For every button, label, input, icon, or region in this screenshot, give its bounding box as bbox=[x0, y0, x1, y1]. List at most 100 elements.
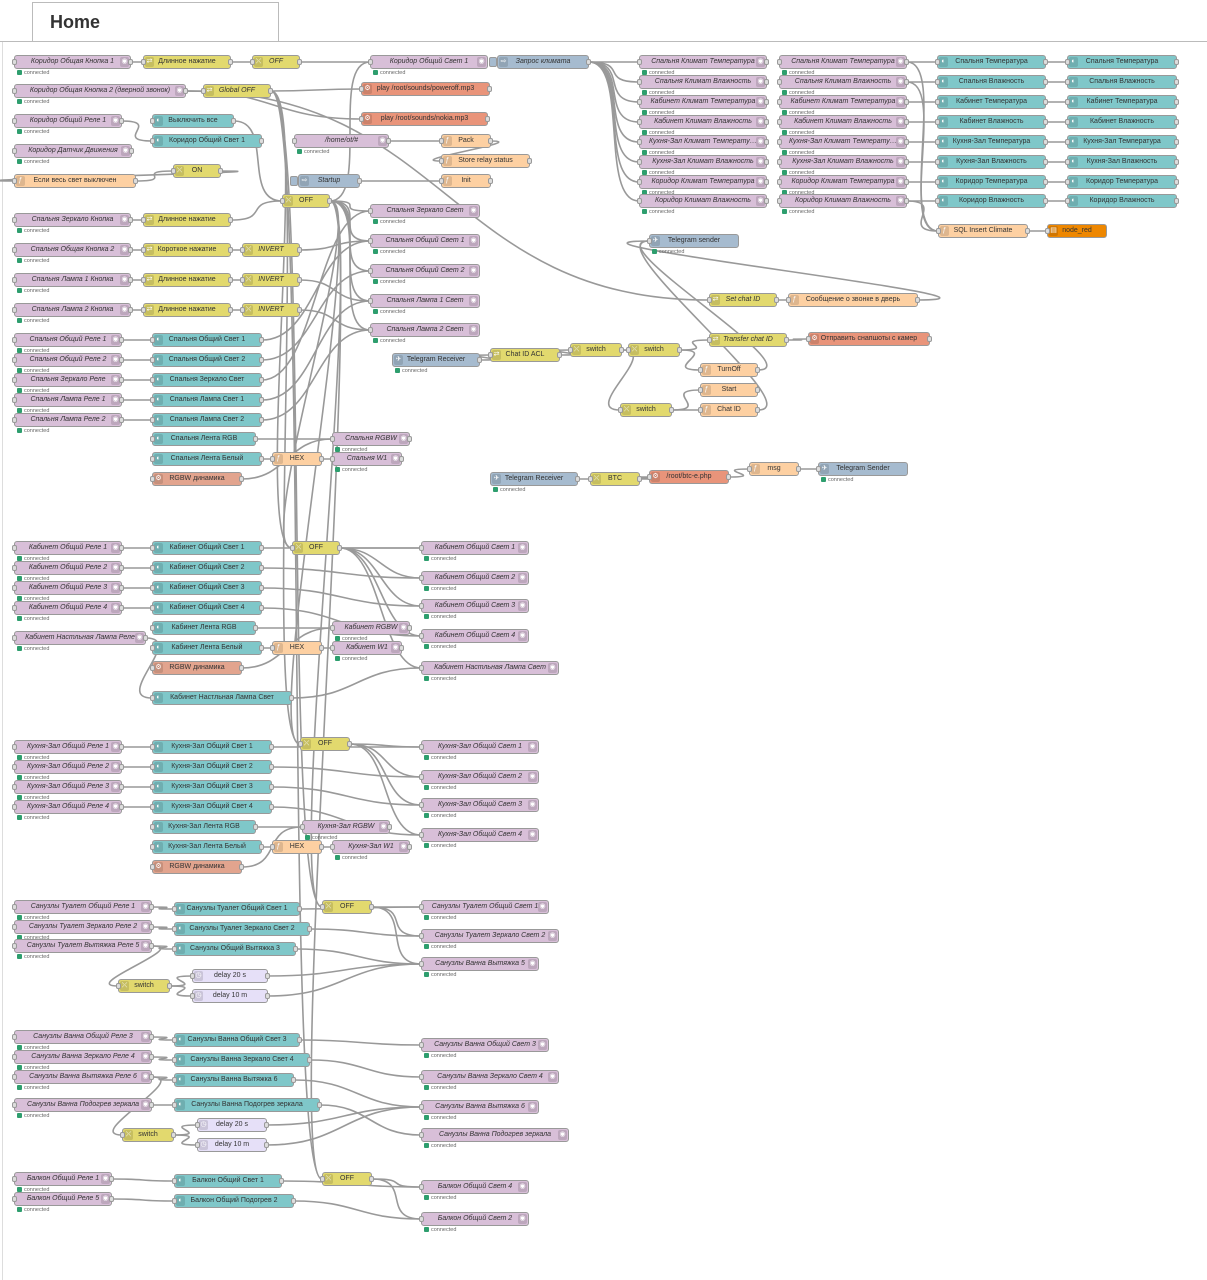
flow-node-delay[interactable]: ◷delay 10 m bbox=[190, 989, 270, 1003]
output-port[interactable] bbox=[133, 178, 138, 184]
input-port[interactable] bbox=[120, 1132, 125, 1138]
flow-node-change[interactable]: ⇄Длинное нажатие bbox=[141, 273, 233, 287]
input-port[interactable] bbox=[707, 297, 712, 303]
input-port[interactable] bbox=[12, 605, 17, 611]
output-port[interactable] bbox=[619, 347, 624, 353]
input-port[interactable] bbox=[12, 417, 17, 423]
wire[interactable] bbox=[639, 240, 768, 411]
input-port[interactable] bbox=[368, 268, 373, 274]
input-port[interactable] bbox=[150, 565, 155, 571]
output-port[interactable] bbox=[269, 804, 274, 810]
output-port[interactable] bbox=[183, 88, 188, 94]
output-port[interactable] bbox=[119, 357, 124, 363]
output-port[interactable] bbox=[726, 474, 731, 480]
input-port[interactable] bbox=[12, 337, 17, 343]
input-port[interactable] bbox=[201, 88, 206, 94]
flow-node-change[interactable]: ⇄Chat ID ACL bbox=[488, 348, 562, 362]
output-port[interactable] bbox=[677, 347, 682, 353]
wire[interactable] bbox=[319, 1104, 422, 1136]
output-port[interactable] bbox=[259, 357, 264, 363]
output-port[interactable] bbox=[239, 665, 244, 671]
flow-node-ui[interactable]: ◐Кухня-Зал Лента RGB bbox=[150, 820, 258, 834]
output-port[interactable] bbox=[128, 307, 133, 313]
flow-node-delay[interactable]: ◷delay 20 s bbox=[190, 969, 270, 983]
input-port[interactable] bbox=[240, 247, 245, 253]
input-port[interactable] bbox=[12, 565, 17, 571]
input-port[interactable] bbox=[141, 247, 146, 253]
input-port[interactable] bbox=[270, 844, 275, 850]
input-port[interactable] bbox=[777, 159, 782, 165]
input-port[interactable] bbox=[419, 933, 424, 939]
input-port[interactable] bbox=[12, 744, 17, 750]
output-port[interactable] bbox=[149, 924, 154, 930]
flow-node-switch[interactable]: ⤬switch bbox=[120, 1128, 176, 1142]
output-port[interactable] bbox=[119, 585, 124, 591]
flow-node-ui[interactable]: ◐Коридор Температура bbox=[935, 175, 1048, 189]
output-port[interactable] bbox=[755, 407, 760, 413]
input-port[interactable] bbox=[419, 1132, 424, 1138]
flow-node-ui[interactable]: ◐Кабинет Общий Свет 3 bbox=[150, 581, 264, 595]
output-port[interactable] bbox=[119, 417, 124, 423]
wire[interactable] bbox=[906, 81, 939, 232]
input-port[interactable] bbox=[637, 159, 642, 165]
output-port[interactable] bbox=[119, 764, 124, 770]
output-port[interactable] bbox=[228, 307, 233, 313]
output-port[interactable] bbox=[575, 476, 580, 482]
output-port[interactable] bbox=[755, 367, 760, 373]
output-port[interactable] bbox=[279, 1178, 284, 1184]
output-port[interactable] bbox=[904, 59, 909, 65]
output-port[interactable] bbox=[269, 784, 274, 790]
output-port[interactable] bbox=[129, 148, 134, 154]
output-port[interactable] bbox=[764, 139, 769, 145]
input-port[interactable] bbox=[150, 377, 155, 383]
output-port[interactable] bbox=[1043, 79, 1048, 85]
output-port[interactable] bbox=[904, 139, 909, 145]
wire[interactable] bbox=[151, 906, 175, 910]
output-port[interactable] bbox=[488, 178, 493, 184]
input-port[interactable] bbox=[419, 1184, 424, 1190]
input-port[interactable] bbox=[172, 926, 177, 932]
input-port[interactable] bbox=[150, 118, 155, 124]
wire[interactable] bbox=[270, 90, 323, 908]
flow-node-ui[interactable]: ◐Спальня Лампа Свет 1 bbox=[150, 393, 264, 407]
flow-node-change[interactable]: ⇄Transfer chat ID bbox=[707, 333, 789, 347]
input-port[interactable] bbox=[1065, 79, 1070, 85]
input-port[interactable] bbox=[292, 138, 297, 144]
output-port[interactable] bbox=[128, 247, 133, 253]
output-port[interactable] bbox=[784, 337, 789, 343]
flow-node-switch[interactable]: ⤬INVERT bbox=[240, 273, 302, 287]
output-port[interactable] bbox=[119, 804, 124, 810]
input-port[interactable] bbox=[647, 474, 652, 480]
input-port[interactable] bbox=[1065, 198, 1070, 204]
flow-node-switch[interactable]: ⤬BTC bbox=[588, 472, 642, 486]
input-port[interactable] bbox=[637, 179, 642, 185]
flow-node-switch[interactable]: ⤬switch bbox=[626, 343, 682, 357]
input-port[interactable] bbox=[637, 59, 642, 65]
input-port[interactable] bbox=[806, 336, 811, 342]
output-port[interactable] bbox=[774, 297, 779, 303]
input-port[interactable] bbox=[330, 625, 335, 631]
output-port[interactable] bbox=[904, 179, 909, 185]
input-port[interactable] bbox=[330, 456, 335, 462]
flow-node-ui[interactable]: ◐Кабинет Лента Белый bbox=[150, 641, 264, 655]
flow-node-ui[interactable]: ◐Коридор Общий Свет 1 bbox=[150, 134, 264, 148]
output-port[interactable] bbox=[167, 983, 172, 989]
